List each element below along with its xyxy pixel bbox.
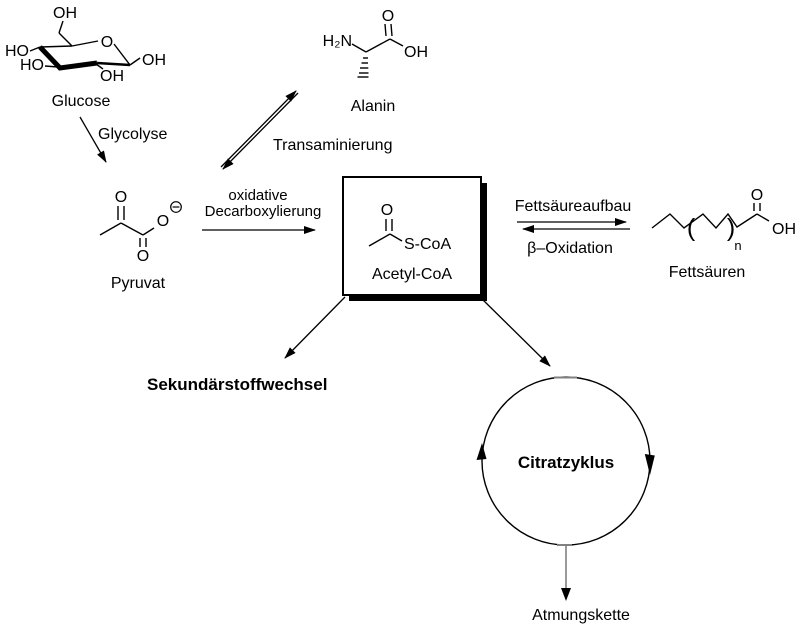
- glycolyse-arrow: [79, 116, 107, 163]
- alanin-structure: [351, 23, 404, 78]
- glycolyse-reaction: Glycolyse: [79, 116, 167, 163]
- glycolyse-label: Glycolyse: [98, 126, 167, 143]
- glucose-atom-ring-o: O: [101, 34, 113, 51]
- alanin-atom-carbonyl-o: O: [382, 8, 394, 25]
- charge-minus-icon: [170, 201, 182, 213]
- fettsaeure-reaction: Fettsäureaufbau β–Oxidation: [515, 198, 632, 257]
- glucose-atom-oh-c1: OH: [142, 52, 166, 69]
- glucose-structure: [29, 20, 141, 71]
- acetyl-coa-node: O S-CoA Acetyl-CoA: [342, 176, 487, 301]
- alanin-hashed-wedge: [357, 57, 369, 78]
- acetylcoa-to-sekundaerstoffwechsel-arrow: [284, 296, 346, 359]
- glucose-atom-ho-c3: HO: [20, 57, 44, 74]
- pyruvat-label: Pyruvat: [111, 275, 166, 292]
- citratzyklus-rotation-arrowhead-right: [644, 454, 655, 475]
- fettsaeuren-repeat-index: n: [734, 238, 741, 253]
- atmungskette-label: Atmungskette: [532, 607, 630, 624]
- fettsaeuren-label: Fettsäuren: [669, 264, 745, 281]
- pyruvat-molecule: O O O Pyruvat: [99, 189, 182, 292]
- transaminierung-label: Transaminierung: [273, 137, 392, 154]
- citratzyklus-node: Citratzyklus: [476, 376, 655, 546]
- acetylcoa-to-citratzyklus-arrow: [479, 296, 551, 367]
- sekundaerstoffwechsel-label: Sekundärstoffwechsel: [147, 375, 327, 394]
- fettsaeuren-atom-carbonyl-o: O: [751, 187, 763, 204]
- fettsaeuren-paren-open: (: [687, 214, 696, 242]
- pyruvat-structure: [99, 206, 155, 247]
- citratzyklus-label: Citratzyklus: [518, 453, 614, 472]
- acetyl-coa-atom-carbonyl-o: O: [381, 202, 393, 219]
- fettsaeuren-paren-close: ): [727, 214, 735, 242]
- oxidative-decarboxylierung-label-line1: oxidative: [228, 187, 287, 204]
- acetyl-coa-structure: [368, 219, 403, 247]
- fettsaeuren-molecule: ( ) n O OH Fettsäuren: [651, 187, 796, 281]
- transaminierung-arrow-down: [222, 92, 299, 170]
- glucose-atom-ho-c4: HO: [5, 43, 29, 60]
- glucose-atom-oh-c2: OH: [100, 68, 124, 85]
- citratzyklus-rotation-arrowhead-left: [476, 443, 487, 460]
- glucose-molecule: OH O OH OH HO HO Glucose: [5, 5, 166, 110]
- transaminierung-reaction: Transaminierung: [220, 90, 392, 170]
- alanin-molecule: H₂N O OH Alanin: [323, 8, 428, 115]
- pyruvat-atom-keto-o: O: [115, 189, 127, 206]
- alanin-atom-amine: H₂N: [323, 33, 352, 50]
- atmungskette-branch: Atmungskette: [532, 546, 630, 624]
- acetyl-coa-atom-thioester: S-CoA: [404, 236, 451, 253]
- fettsaeureaufbau-label: Fettsäureaufbau: [515, 198, 632, 215]
- beta-oxidation-label: β–Oxidation: [527, 240, 613, 257]
- acetyl-coa-box: [342, 176, 482, 296]
- fettsaeuren-atom-hydroxyl: OH: [772, 221, 796, 238]
- citratzyklus-to-atmungskette-arrowhead: [561, 588, 571, 601]
- glucose-atom-oh-c6: OH: [53, 5, 77, 22]
- pyruvat-atom-carboxylate-o: O: [157, 213, 169, 230]
- transaminierung-arrow-up: [220, 90, 297, 168]
- acetyl-coa-label: Acetyl-CoA: [372, 266, 452, 283]
- fettsaeuren-structure: [651, 203, 770, 230]
- glucose-label: Glucose: [52, 93, 111, 110]
- alanin-atom-hydroxyl: OH: [404, 44, 428, 61]
- oxidative-decarboxylierung-reaction: oxidative Decarboxylierung: [202, 187, 322, 234]
- alanin-label: Alanin: [351, 98, 395, 115]
- pyruvat-atom-carboxylate-o2: O: [137, 248, 149, 265]
- oxidative-decarboxylierung-label-line2: Decarboxylierung: [205, 203, 322, 220]
